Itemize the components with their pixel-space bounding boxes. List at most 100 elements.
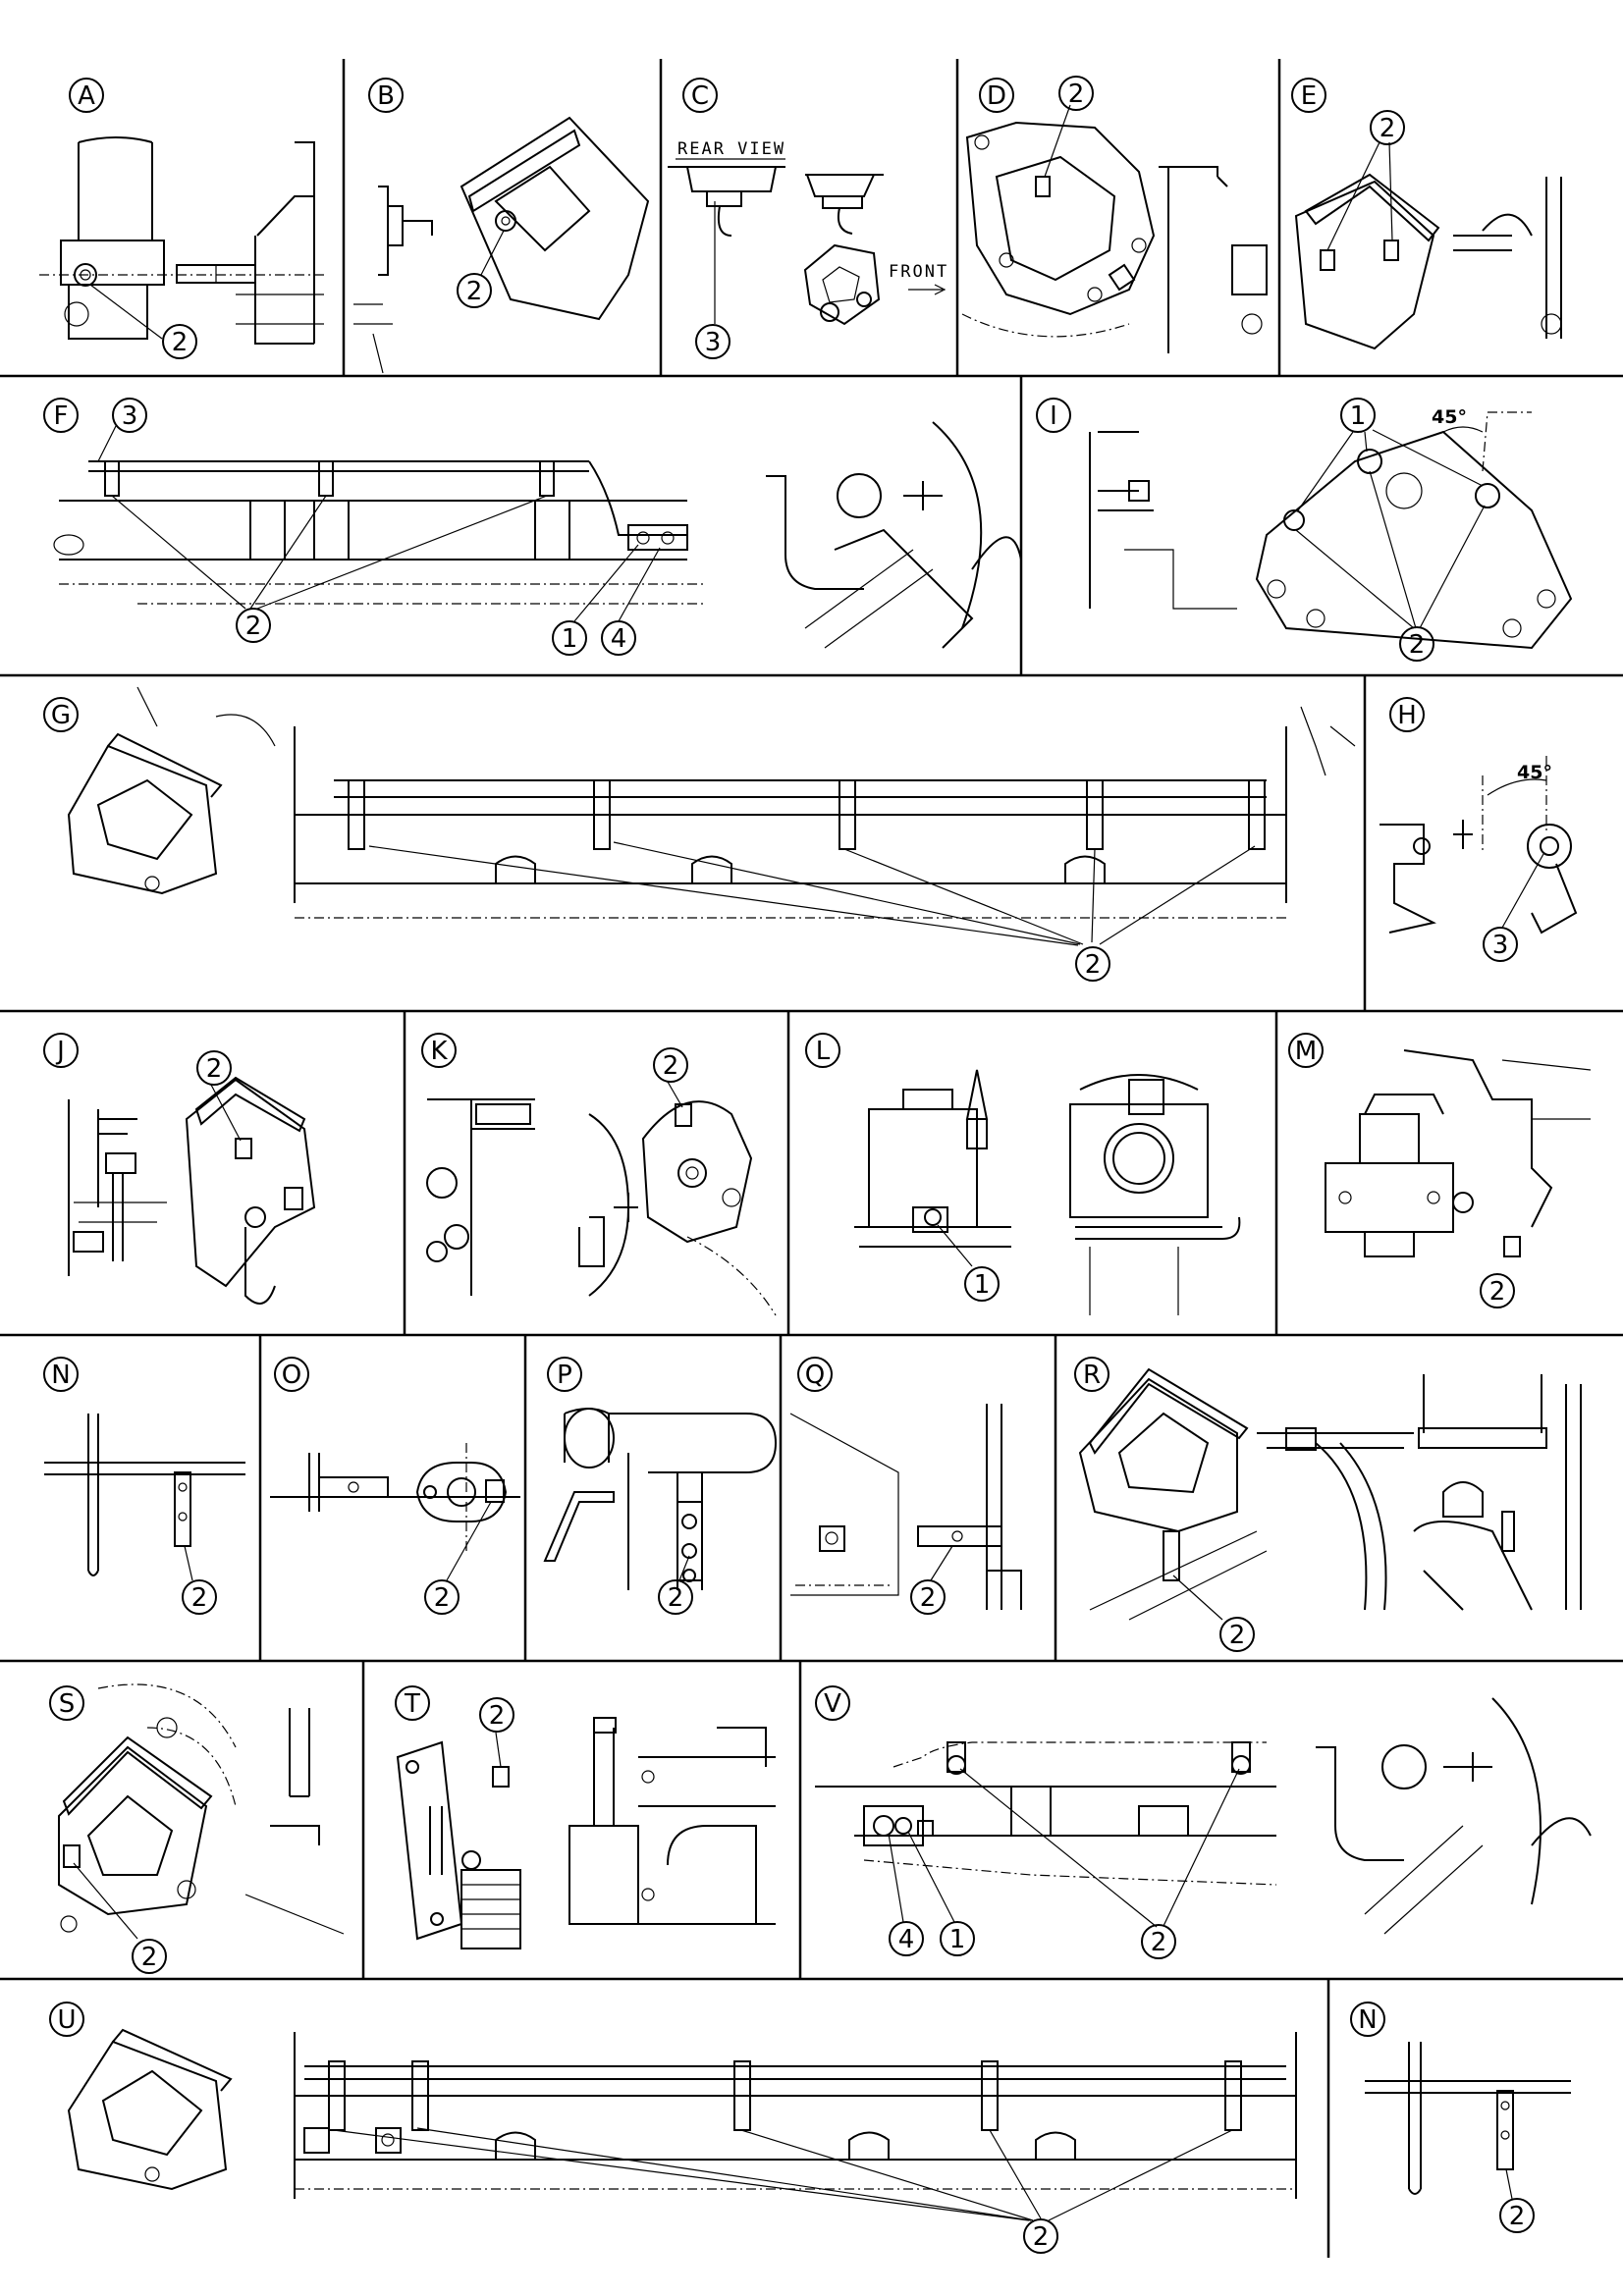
angle-label: 45° [1432,406,1467,428]
part-drawing [815,1697,1592,1935]
view-n: N 2 [43,1357,245,1615]
callout-number: 1 [974,1270,991,1300]
callout-2: 2 [658,1555,693,1615]
callout-number: 2 [141,1943,158,1972]
view-v: V 2 [815,1685,1592,1959]
view-b: B 2 [353,78,650,374]
view-label-i: I [1036,398,1071,433]
part-drawing [44,1414,245,1576]
view-letter: E [1301,81,1317,111]
view-label-n: N [43,1357,79,1392]
view-label-s: S [49,1685,84,1721]
view-q: Q 2 [789,1357,1022,1615]
view-letter: H [1397,701,1417,730]
callout-number: 3 [705,328,722,357]
view-label-r: R [1074,1357,1109,1392]
part-drawing [1365,2042,1571,2195]
part-drawing [668,166,884,326]
callout-2: 2 [959,1768,1240,1959]
callout-number: 2 [206,1054,223,1084]
callout-1: 1 [552,544,639,656]
callout-number: 2 [191,1583,208,1613]
view-label-c: C [682,78,718,113]
callout-2: 2 [653,1047,688,1108]
view-r: R 2 [1074,1357,1582,1652]
callout-number: 2 [466,277,483,306]
view-label-b: B [368,78,404,113]
part-drawing [1380,756,1578,934]
part-drawing [426,1098,777,1316]
callout-number: 2 [172,328,189,357]
view-j: J 2 [43,1033,316,1305]
view-s: S 2 [49,1683,345,1974]
callout-2: 2 [479,1697,514,1768]
view-letter: C [691,81,709,111]
view-letter: S [59,1689,76,1719]
view-label-o: O [274,1357,309,1392]
callout-number: 2 [489,1701,506,1731]
front-direction-caption: FRONT [889,262,948,282]
callout-1: 1 [907,1831,975,1956]
view-label-f: F [43,398,79,433]
view-t: T 2 [395,1685,776,1949]
callout-number: 2 [1409,630,1426,660]
callout-2: 2 [196,1050,242,1142]
view-letter: M [1295,1037,1317,1066]
view-label-v: V [815,1685,850,1721]
view-c: C REAR VIEW FRONT 3 [668,78,948,359]
part-drawing [67,2028,1297,2199]
part-drawing [854,1069,1241,1315]
callout-number: 2 [1380,114,1396,143]
callout-2: 2 [1326,110,1405,251]
view-label-h: H [1389,697,1425,732]
callout-number: 2 [1229,1621,1246,1650]
callout-number: 2 [663,1051,679,1081]
part-drawing [961,121,1268,353]
view-p: P 2 [543,1357,778,1615]
callout-number: 2 [920,1583,937,1613]
callout-2: 2 [1172,1575,1255,1652]
view-o: O 2 [270,1357,520,1615]
view-d: D 2 [961,76,1268,353]
callout-number: 1 [1350,401,1367,431]
angle-label: 45° [1517,762,1552,783]
callout-number: 1 [562,624,578,654]
callout-number: 2 [1068,80,1085,109]
callout-number: 2 [1085,950,1102,980]
view-label-j: J [43,1033,79,1068]
view-label-q: Q [797,1357,833,1392]
view-letter: Q [805,1361,825,1390]
callout-2: 2 [111,495,548,643]
view-letter: K [430,1037,448,1066]
part-drawing [68,1076,316,1305]
callout-2: 2 [182,1545,217,1615]
view-label-u: U [49,2002,84,2037]
callout-number: 2 [1489,1277,1506,1307]
callout-3: 3 [1483,853,1544,962]
part-drawing [353,116,650,374]
callout-number: 2 [1033,2222,1050,2252]
front-arrow [908,284,947,295]
rear-view-caption: REAR VIEW [677,139,785,159]
view-letter: L [816,1037,831,1066]
part-drawing [53,421,1022,649]
view-letter: T [404,1689,420,1719]
callout-number: 3 [122,401,138,431]
callout-number: 2 [1509,2202,1526,2231]
view-n-secondary: N 2 [1350,2002,1571,2233]
callout-4: 4 [601,547,661,656]
view-letter: P [557,1361,572,1390]
view-label-t: T [395,1685,430,1721]
callout-2: 2 [424,1501,492,1615]
callout-2: 2 [1295,470,1486,662]
view-letter: R [1083,1361,1101,1390]
part-drawing [1089,411,1573,650]
view-label-l: L [805,1033,840,1068]
callout-1: 1 [1297,398,1484,511]
view-m: M 2 [1288,1033,1592,1308]
part-drawing [67,686,1356,919]
view-f: F 3 [43,398,1022,656]
part-drawing [1078,1367,1582,1621]
callout-4: 4 [888,1833,924,1956]
